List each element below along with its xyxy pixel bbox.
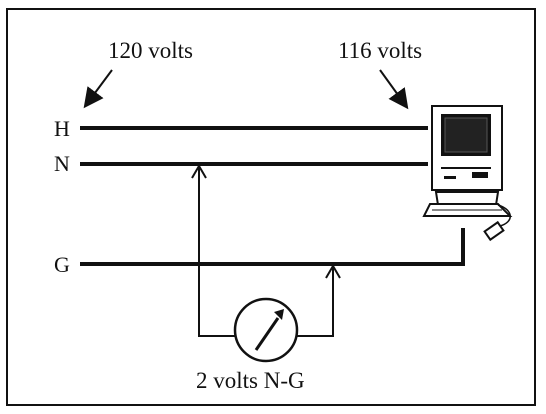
neutral-label: N [54, 151, 70, 176]
ground-label: G [54, 252, 70, 277]
meter-lead-neutral [198, 168, 236, 337]
voltmeter-icon [233, 297, 299, 363]
desktop-computer-icon [422, 105, 513, 242]
neutral-probe-tip [191, 164, 207, 179]
load-pointer-arrow [379, 69, 409, 110]
source-voltage-label: 120 volts [108, 38, 193, 63]
meter-reading-label: 2 volts N-G [196, 368, 305, 393]
source-pointer-arrow [83, 69, 113, 109]
ground-probe-tip [325, 264, 341, 279]
load-voltage-label: 116 volts [338, 38, 422, 63]
meter-lead-ground [296, 268, 334, 337]
ground-wire [80, 228, 465, 266]
hot-label: H [54, 116, 70, 141]
